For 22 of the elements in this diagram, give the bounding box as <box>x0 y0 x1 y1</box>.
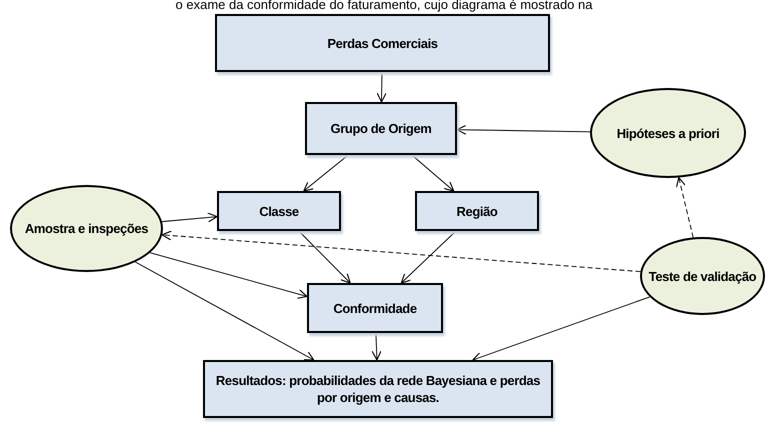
arrow <box>472 296 650 362</box>
arrow <box>162 212 218 222</box>
arrow <box>303 154 349 192</box>
process-box: Região <box>415 191 539 231</box>
arrow <box>298 230 351 284</box>
arrow <box>372 332 382 361</box>
process-box: Perdas Comerciais <box>215 14 550 72</box>
arrow <box>456 124 590 135</box>
process-box: Conformidade <box>307 283 443 333</box>
input-ellipse: Amostra e inspeções <box>10 185 163 272</box>
input-ellipse: Hipóteses a priori <box>590 88 746 178</box>
arrow <box>134 262 314 361</box>
input-ellipse: Teste de validação <box>640 237 765 315</box>
arrow <box>150 252 308 299</box>
arrow <box>411 154 454 192</box>
dashed-arrow <box>162 230 641 272</box>
arrow <box>376 72 387 103</box>
arrow <box>400 230 456 284</box>
process-box: Grupo de Origem <box>305 102 457 155</box>
dashed-arrow <box>676 177 694 238</box>
process-box: Classe <box>217 191 341 231</box>
process-box: Resultados: probabilidades da rede Bayesiana e perdas por origem e causas. <box>203 360 553 418</box>
